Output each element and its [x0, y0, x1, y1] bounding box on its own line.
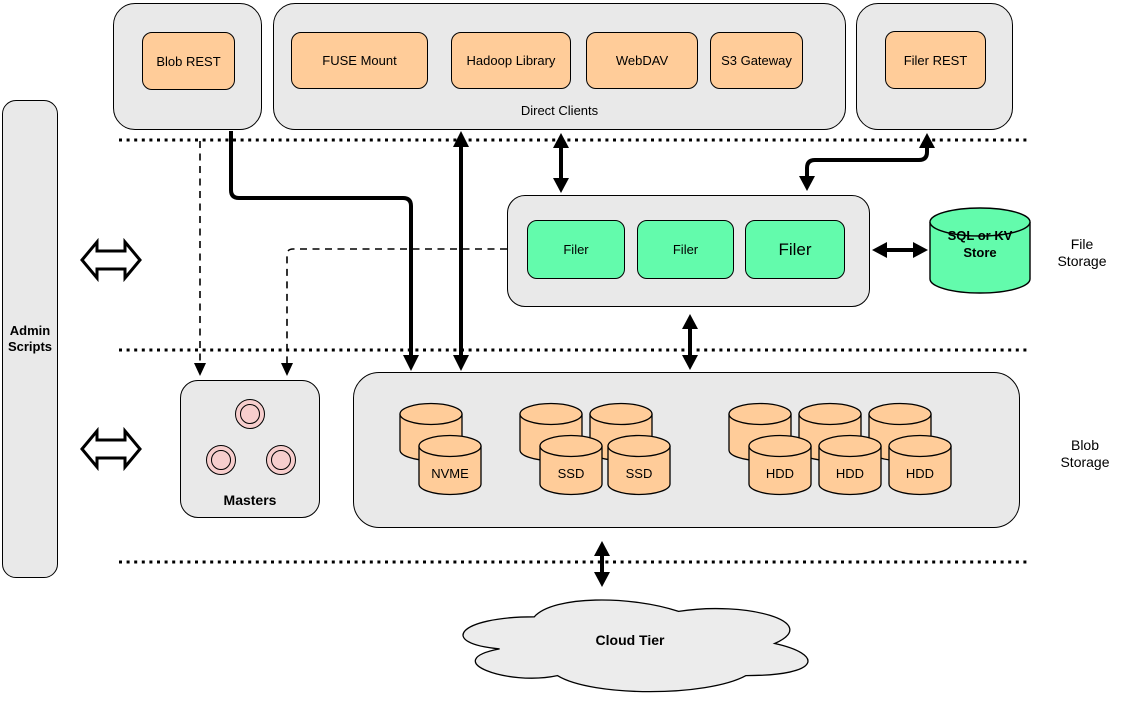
filer-box-1: Filer: [527, 220, 625, 279]
arrow-filer-volumes: [682, 314, 698, 370]
blob-rest-label: Blob REST: [156, 53, 221, 69]
fuse-mount-label: FUSE Mount: [322, 53, 397, 68]
hadoop-library-label: Hadoop Library: [466, 53, 556, 68]
blob-rest-box: Blob REST: [142, 32, 235, 90]
filer-box-3: Filer: [745, 220, 845, 279]
dashed-arrows: [194, 141, 507, 376]
master-node-icon: [206, 445, 236, 475]
filer-rest-box: Filer REST: [885, 31, 986, 89]
webdav-label: WebDAV: [615, 53, 669, 68]
s3-gateway-label: S3 Gateway: [721, 53, 792, 68]
s3-gateway-box: S3 Gateway: [710, 32, 803, 89]
arrow-clients-volumes: [453, 131, 469, 371]
master-node-icon: [266, 445, 296, 475]
arrow-filer-to-masters: [281, 248, 507, 376]
blob-storage-group: [353, 372, 1020, 528]
filer-label-3: Filer: [778, 239, 812, 259]
admin-filer-double-arrow-icon: [80, 237, 142, 283]
admin-scripts-label: Admin Scripts: [7, 322, 53, 354]
hadoop-library-box: Hadoop Library: [451, 32, 571, 89]
admin-double-arrows: [80, 237, 142, 472]
arrow-filer-sqlstore: [872, 242, 928, 258]
masters-label: Masters: [223, 492, 277, 508]
blob-storage-tier-label: Blob Storage: [1060, 437, 1110, 470]
arrow-filerrest-filer: [799, 133, 935, 191]
hdd-label: HDD: [835, 466, 865, 481]
filer-box-2: Filer: [637, 220, 734, 279]
arrow-blobrest-to-volumes: [229, 131, 419, 371]
file-storage-tier-label: File Storage: [1057, 236, 1107, 269]
cloud-tier-label: Cloud Tier: [595, 632, 665, 648]
nvme-label: NVME: [431, 466, 469, 481]
hdd-label: HDD: [905, 466, 935, 481]
webdav-box: WebDAV: [586, 32, 698, 89]
filer-rest-label: Filer REST: [903, 52, 968, 68]
master-node-inner: [240, 404, 260, 424]
filer-label-1: Filer: [563, 242, 589, 257]
master-node-inner: [211, 450, 231, 470]
ssd-label: SSD: [625, 466, 653, 481]
hdd-label: HDD: [765, 466, 795, 481]
master-node-icon: [235, 399, 265, 429]
direct-clients-label: Direct Clients: [520, 103, 599, 118]
sql-kv-store-label: SQL or KV Store: [947, 228, 1013, 260]
masters-group: [180, 380, 320, 518]
filer-label-2: Filer: [672, 242, 699, 257]
fuse-mount-box: FUSE Mount: [291, 32, 428, 89]
arrow-blobrest-to-masters: [194, 141, 206, 376]
ssd-label: SSD: [557, 466, 585, 481]
admin-scripts-box: Admin Scripts: [2, 100, 58, 578]
admin-blob-double-arrow-icon: [80, 426, 142, 472]
arrow-volumes-cloud: [594, 541, 610, 587]
master-node-inner: [271, 450, 291, 470]
arrow-clients-filer: [553, 133, 569, 193]
